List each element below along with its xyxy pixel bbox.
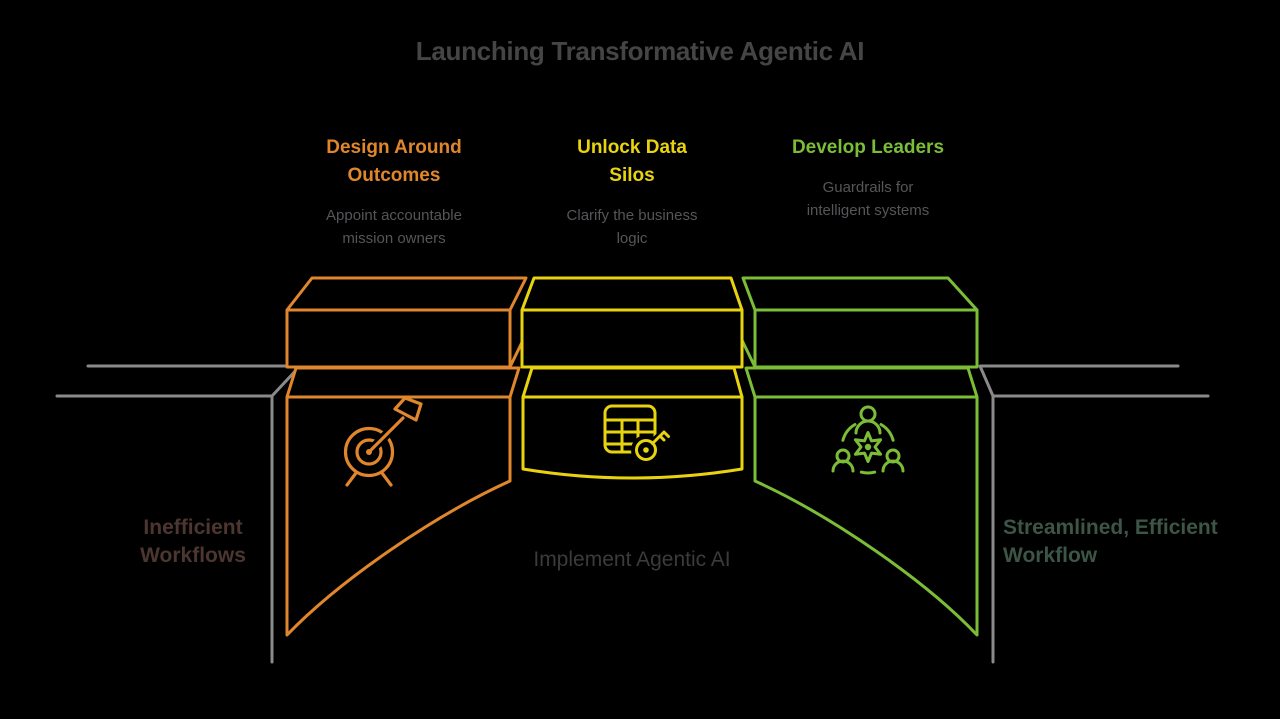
upper-block-yellow bbox=[520, 276, 744, 369]
column-design-around-outcomes: Design Around Outcomes Appoint accountab… bbox=[284, 134, 504, 250]
bridge-deck bbox=[55, 364, 1210, 664]
lower-block-orange bbox=[285, 366, 521, 637]
lower-blocks bbox=[285, 366, 979, 637]
column-subtext: Clarify the business logic bbox=[566, 207, 698, 247]
data-table-key-icon bbox=[603, 404, 670, 465]
lower-block-green bbox=[744, 366, 979, 637]
upper-block-orange bbox=[285, 276, 528, 369]
inefficient-workflows-label: Inefficient Workflows bbox=[140, 516, 246, 567]
implement-agentic-ai-label: Implement Agentic AI bbox=[533, 548, 731, 571]
lower-block-yellow bbox=[521, 366, 744, 480]
target-arrow-icon bbox=[343, 396, 423, 487]
column-heading: Develop Leaders bbox=[791, 137, 945, 158]
page-title: Launching Transformative Agentic AI bbox=[415, 36, 865, 66]
deck-left bbox=[55, 364, 302, 398]
team-gear-icon bbox=[831, 405, 905, 475]
upper-block-green bbox=[741, 276, 979, 369]
streamlined-workflow-label: Streamlined, Efficient Workflow bbox=[1003, 516, 1218, 567]
column-heading: Unlock Data Silos bbox=[577, 137, 687, 186]
deck-right bbox=[978, 364, 1210, 398]
column-develop-leaders: Develop Leaders Guardrails for intellige… bbox=[758, 134, 978, 222]
upper-blocks bbox=[285, 276, 979, 369]
column-heading: Design Around Outcomes bbox=[326, 137, 462, 186]
column-subtext: Guardrails for intelligent systems bbox=[806, 179, 930, 219]
column-unlock-data-silos: Unlock Data Silos Clarify the business l… bbox=[522, 134, 742, 250]
column-subtext: Appoint accountable mission owners bbox=[326, 207, 462, 247]
